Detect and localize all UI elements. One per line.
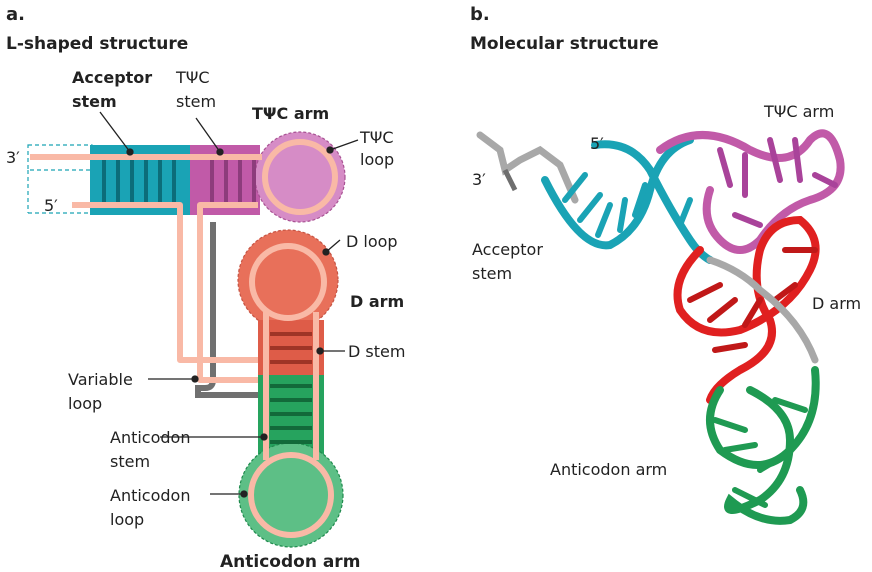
- anticodon-loop-label-line2: loop: [110, 510, 145, 529]
- anticodon-loop-circle: [238, 442, 344, 548]
- tpsic-arm-label-b: TΨC arm: [764, 102, 835, 121]
- acceptor-stem-label-line1: Acceptor: [72, 68, 153, 87]
- tpsic-loop-label-line1: TΨC: [360, 128, 394, 147]
- acceptor-stem-label-b-line2: stem: [472, 264, 513, 283]
- anticodon-stem-label-line2: stem: [110, 452, 151, 471]
- panel-a-title: L-shaped structure: [6, 34, 189, 54]
- variable-loop-label-line2: loop: [68, 394, 103, 413]
- anticodon-loop-label-line1: Anticodon: [110, 486, 191, 505]
- panel-a-leaders: [99, 111, 359, 498]
- anticodon-stem-label-line1: Anticodon: [110, 428, 191, 447]
- anticodon-base-pairs: [270, 384, 312, 444]
- acceptor-stem-label-b-line1: Acceptor: [472, 240, 543, 259]
- variable-loop-label-line1: Variable: [68, 370, 133, 389]
- three-prime-overhang-box: [27, 144, 93, 171]
- panel-b-title: Molecular structure: [470, 34, 659, 54]
- panel-b-letter: b.: [470, 4, 490, 25]
- tpsic-stem-label-line1: TΨC: [176, 68, 210, 87]
- tpsic-arm-label: TΨC arm: [252, 104, 330, 123]
- anticodon-arm-label: Anticodon arm: [220, 552, 361, 572]
- acceptor-base-pairs: [102, 158, 176, 202]
- d-arm-label: D arm: [350, 292, 405, 311]
- d-loop-label: D loop: [346, 232, 398, 251]
- backbone-strand: [30, 154, 262, 383]
- acceptor-stem-label-line2: stem: [72, 92, 117, 111]
- three-prime-label-b: 3′: [472, 170, 486, 189]
- five-prime-label-a: 5′: [44, 196, 58, 215]
- d-stem-label: D stem: [348, 342, 406, 361]
- d-arm-label-b: D arm: [812, 294, 862, 313]
- five-prime-label-b: 5′: [590, 134, 604, 153]
- tpsic-loop-circle: [254, 131, 346, 223]
- tpsic-stem-label-line2: stem: [176, 92, 217, 111]
- panel-a-letter: a.: [6, 4, 25, 25]
- tpsic-base-pairs: [210, 158, 256, 202]
- tpsic-loop-label-line2: loop: [360, 150, 395, 169]
- anticodon-arm-label-b: Anticodon arm: [550, 460, 668, 479]
- three-prime-label-a: 3′: [6, 148, 20, 167]
- d-stem-base-pairs: [270, 332, 312, 364]
